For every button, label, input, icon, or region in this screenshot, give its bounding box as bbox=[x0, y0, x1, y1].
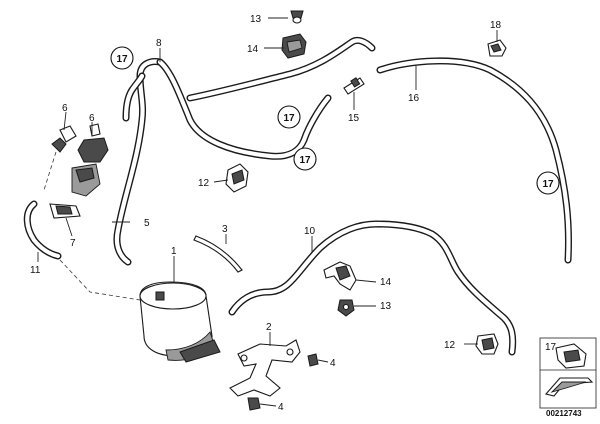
hose-8 bbox=[113, 58, 164, 266]
callout-13-lower: 13 bbox=[380, 301, 392, 312]
bracket-2 bbox=[229, 339, 301, 397]
leader-lines bbox=[37, 17, 498, 407]
callout-2: 2 bbox=[266, 322, 272, 333]
bracket-14-lower bbox=[323, 261, 357, 291]
callout-6-left: 6 bbox=[62, 103, 68, 114]
hose-16 bbox=[376, 57, 572, 264]
hose-10 bbox=[228, 220, 517, 356]
bracket-7 bbox=[49, 203, 81, 219]
callout-4-upper: 4 bbox=[330, 358, 336, 369]
callout-18: 18 bbox=[490, 20, 502, 31]
callout-3: 3 bbox=[222, 224, 228, 235]
circled-ref-17-b: 17 bbox=[277, 105, 301, 129]
circled-ref-17-d: 17 bbox=[536, 171, 560, 195]
callout-14-lower: 14 bbox=[380, 277, 392, 288]
nut-13-lower bbox=[337, 299, 355, 317]
callout-11: 11 bbox=[30, 265, 41, 276]
legend-box: 17 bbox=[539, 337, 597, 409]
callout-8: 8 bbox=[156, 38, 162, 49]
svg-text:17: 17 bbox=[299, 155, 311, 166]
hose-left-short bbox=[122, 72, 146, 122]
circled-ref-17-a: 17 bbox=[110, 46, 134, 70]
strip-3 bbox=[193, 235, 243, 273]
svg-text:17: 17 bbox=[116, 54, 128, 65]
valve-6 bbox=[51, 123, 109, 197]
callout-14-top: 14 bbox=[247, 44, 259, 55]
svg-text:17: 17 bbox=[542, 179, 554, 190]
dashed-guide bbox=[59, 259, 141, 301]
callout-5: 5 bbox=[144, 218, 150, 229]
callout-12-lower: 12 bbox=[444, 340, 456, 351]
clamp-12-upper bbox=[225, 163, 249, 193]
canister-1 bbox=[139, 281, 221, 363]
hose-top-branch bbox=[186, 36, 376, 102]
callout-7: 7 bbox=[70, 238, 76, 249]
legend-number: 17 bbox=[545, 342, 557, 353]
connector-15 bbox=[343, 77, 365, 95]
cap-13 bbox=[290, 10, 304, 24]
diagram-code: 00212743 bbox=[546, 409, 582, 418]
callout-13-top: 13 bbox=[250, 14, 262, 25]
holder-14 bbox=[281, 33, 307, 59]
clamp-12-lower bbox=[475, 333, 499, 355]
screw-4-upper bbox=[307, 353, 319, 367]
callout-10: 10 bbox=[304, 226, 316, 237]
dashed-guide-valve bbox=[43, 151, 57, 191]
callout-1: 1 bbox=[171, 246, 177, 257]
hose-8-upper bbox=[156, 58, 332, 160]
callout-12-upper: 12 bbox=[198, 178, 210, 189]
callout-4-lower: 4 bbox=[278, 402, 284, 413]
callout-16: 16 bbox=[408, 93, 420, 104]
hose-11 bbox=[23, 200, 62, 260]
callout-15: 15 bbox=[348, 113, 360, 124]
screw-4-lower bbox=[247, 397, 261, 411]
svg-text:17: 17 bbox=[283, 113, 295, 124]
circled-ref-17-c: 17 bbox=[293, 147, 317, 171]
clip-18 bbox=[487, 39, 507, 57]
callout-6-right: 6 bbox=[89, 113, 95, 124]
